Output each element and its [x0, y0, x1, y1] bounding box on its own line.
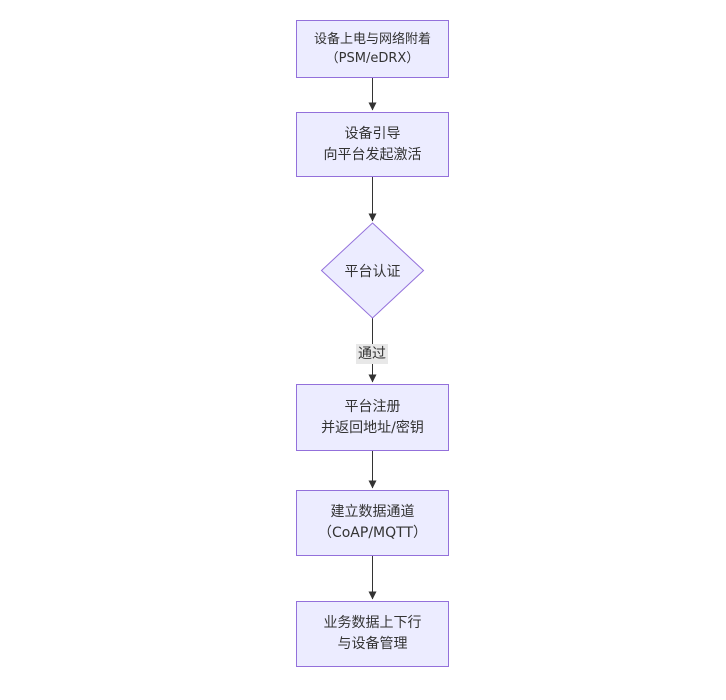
edge-label-pass: 通过 [356, 344, 388, 364]
node-label-line: 并返回地址/密钥 [321, 419, 424, 436]
node-label-line: 与设备管理 [337, 636, 408, 652]
decision-platform-auth-label: 平台认证 [344, 264, 401, 280]
node-platform-register: 平台注册 并返回地址/密钥 [296, 384, 449, 451]
node-label-line: 向平台发起激活 [323, 146, 422, 163]
node-power-network-attach: 设备上电与网络附着 （PSM/eDRX） [296, 20, 449, 78]
node-label-line: 业务数据上下行 [323, 615, 422, 631]
node-label-line: 建立数据通道 [330, 504, 415, 520]
node-label-line: 设备上电与网络附着 [313, 32, 431, 47]
node-device-bootstrap: 设备引导 向平台发起激活 [296, 112, 449, 177]
node-business-data: 业务数据上下行 与设备管理 [296, 601, 449, 667]
node-label-line: （PSM/eDRX） [325, 51, 420, 66]
node-data-channel: 建立数据通道 （CoAP/MQTT） [296, 490, 449, 556]
decision-diamond-shape [320, 222, 425, 319]
node-label-line: 平台注册 [344, 398, 401, 415]
node-label-line: （CoAP/MQTT） [317, 525, 428, 541]
node-label-line: 设备引导 [344, 125, 401, 142]
